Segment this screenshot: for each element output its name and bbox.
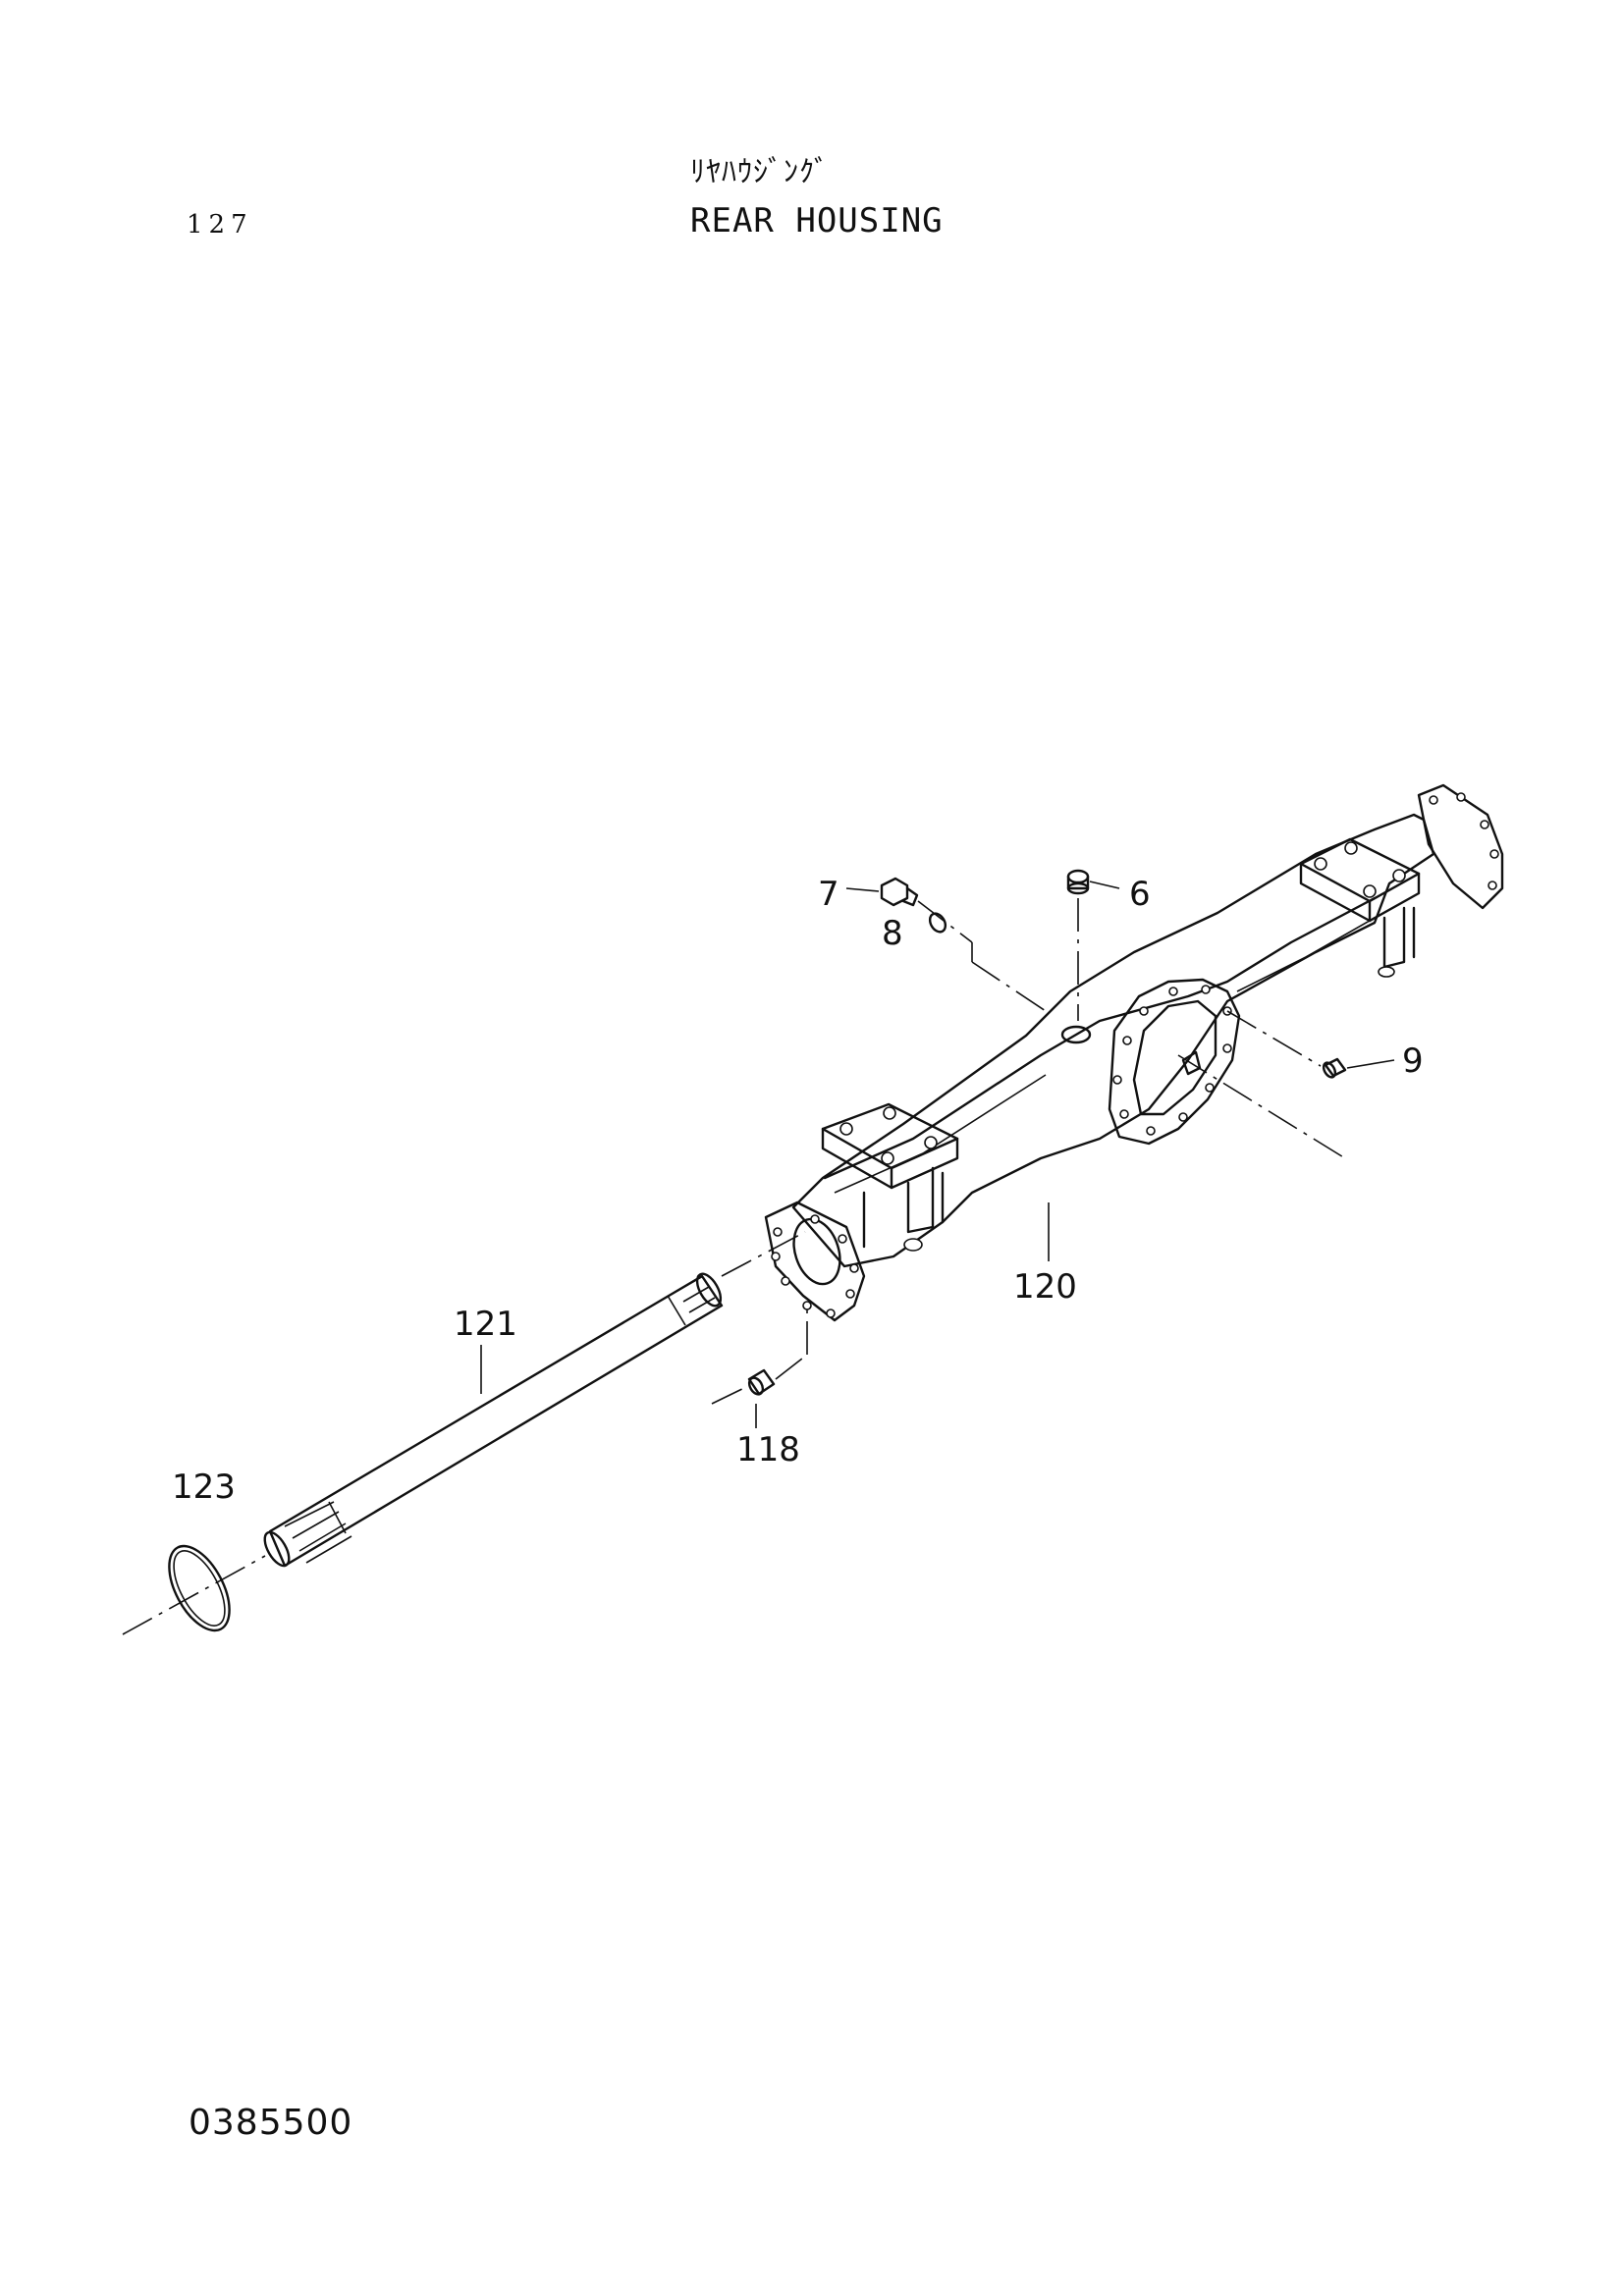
callout-leaders (480, 881, 1395, 1428)
snap-ring-123[interactable] (157, 1536, 243, 1640)
callout-120: 120 (1013, 1267, 1077, 1307)
callout-6: 6 (1129, 875, 1151, 914)
callout-123: 123 (172, 1468, 236, 1507)
callout-118: 118 (736, 1430, 800, 1469)
o-ring-8[interactable] (927, 911, 948, 934)
axle-shaft-121[interactable] (260, 1270, 726, 1570)
title-english: REAR HOUSING (690, 201, 944, 240)
center-lines (122, 898, 1346, 1635)
callout-8: 8 (882, 914, 903, 953)
callout-121: 121 (454, 1305, 517, 1344)
callout-9: 9 (1402, 1041, 1424, 1081)
callout-7: 7 (818, 875, 839, 914)
plug-6[interactable] (1066, 869, 1090, 895)
page-number: 127 (187, 210, 253, 240)
title-japanese: ﾘﾔﾊｳｼﾞﾝｸﾞ (690, 155, 830, 189)
document-code: 0385500 (189, 2103, 353, 2143)
plug-9[interactable] (1322, 1057, 1347, 1079)
pin-118[interactable] (746, 1368, 776, 1397)
axle-housing-120[interactable] (764, 783, 1504, 1322)
plug-bolt-7[interactable] (880, 877, 919, 907)
